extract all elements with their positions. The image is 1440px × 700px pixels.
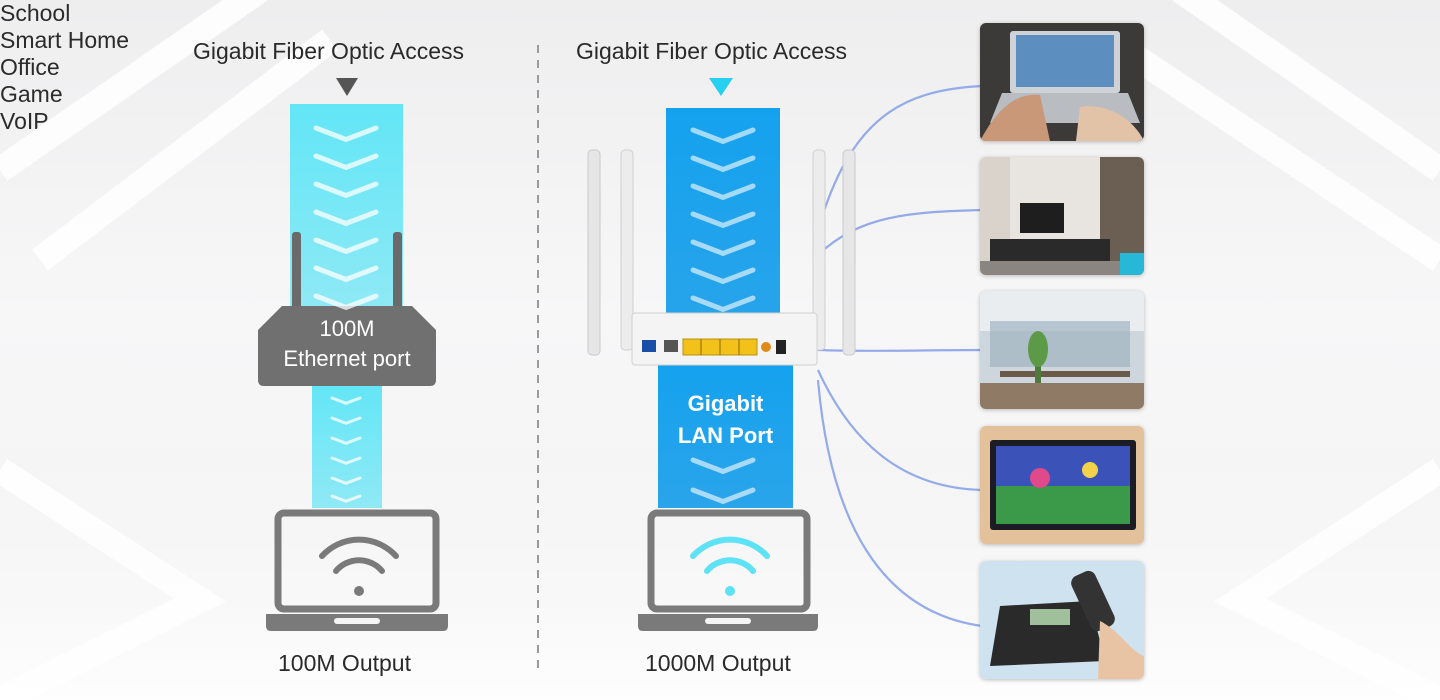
ethernet-port-type: Ethernet port [283,346,411,371]
connection-lines [816,84,983,628]
right-wifi-icon [690,536,770,596]
ethernet-port-speed: 100M [319,316,375,341]
chevron-icon [330,396,362,405]
device-label-school: School [0,0,71,26]
left-output-label: 100M Output [278,650,411,676]
left-chevrons [313,125,379,503]
chevron-icon [690,295,756,313]
chevron-icon [313,237,379,255]
chevron-icon [330,494,362,503]
chevron-icon [313,125,379,143]
device-label-game: Game [0,81,63,107]
ethernet-port-badge [258,306,436,386]
office-photo [980,291,1144,409]
chevron-icon [330,416,362,425]
chevron-icon [330,456,362,465]
chevron-icon [313,265,379,283]
lan-port-speed: Gigabit [687,391,764,416]
chevron-icon [690,267,756,285]
tv-game-photo [980,426,1144,544]
chevron-icon [690,211,756,229]
chevron-icon [313,209,379,227]
left-router-antennas [292,232,402,312]
ethernet-port-label: 100M Ethernet port [258,314,436,374]
lan-port-type: LAN Port [677,423,774,448]
laptop-typing-photo [980,23,1144,141]
chevron-icon [313,293,379,311]
left-laptop [266,509,448,631]
left-wifi-icon [319,536,399,596]
chevron-icon [690,127,756,145]
chevron-icon [690,487,756,505]
right-router [587,149,856,366]
right-arrow-marker [709,78,733,96]
desk-phone-photo [980,561,1144,679]
right-laptop [638,509,818,631]
chevron-icon [690,155,756,173]
chevron-icon [690,239,756,257]
gigabit-lan-port-label: Gigabit LAN Port [658,388,793,452]
device-label-office: Office [0,54,60,80]
chevron-icon [330,436,362,445]
chevron-icon [313,153,379,171]
left-top-label: Gigabit Fiber Optic Access [193,38,464,64]
device-label-smart-home: Smart Home [0,27,130,53]
living-room-photo [980,157,1144,275]
chevron-icon [690,457,756,475]
right-top-label: Gigabit Fiber Optic Access [576,38,847,64]
right-output-label: 1000M Output [645,650,791,676]
right-chevrons [690,127,756,505]
chevron-icon [690,183,756,201]
chevron-icon [313,181,379,199]
chevron-icon [330,476,362,485]
left-arrow-marker [336,78,358,96]
